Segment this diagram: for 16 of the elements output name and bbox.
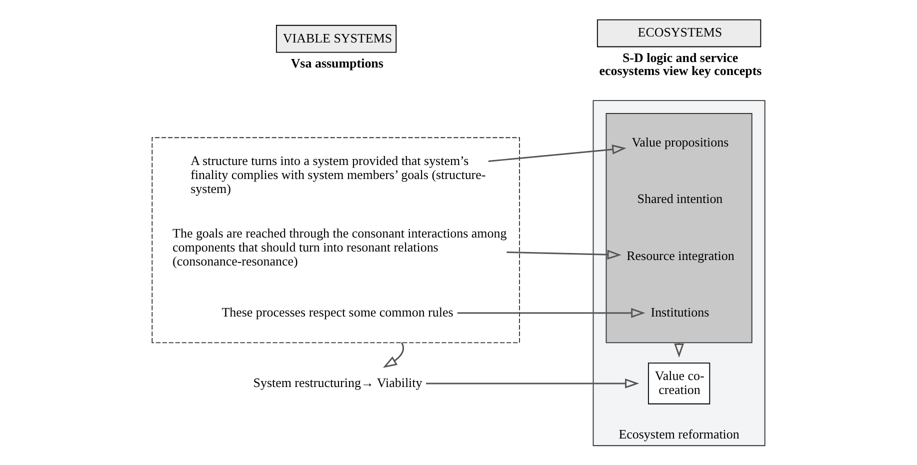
node-text: Institutions xyxy=(650,304,710,320)
node-text: The goals are reached through the consonant interactions among components that should turn into resonant relations (consonance-resonance) xyxy=(172,226,507,268)
arrow xyxy=(488,144,626,162)
arrow xyxy=(457,308,646,318)
cluster xyxy=(152,137,520,344)
node-text: Shared intention xyxy=(637,191,723,206)
arrow xyxy=(382,342,404,368)
arrow xyxy=(506,250,622,260)
node-text: A structure turns into a system provided that system’s finality complies with system members’ goals (structure-system) xyxy=(190,153,486,196)
node-text: Value propositions xyxy=(632,134,729,150)
node-text: Resource integration xyxy=(626,248,734,263)
arrow xyxy=(426,378,640,388)
node-text: System restructuring→ Viability xyxy=(253,374,422,390)
node-text: These processes respect some common rules xyxy=(222,304,454,320)
node-label: S-D logic and service ecosystems view key concepts xyxy=(599,50,762,78)
node-label: Vsa assumptions xyxy=(290,55,384,70)
